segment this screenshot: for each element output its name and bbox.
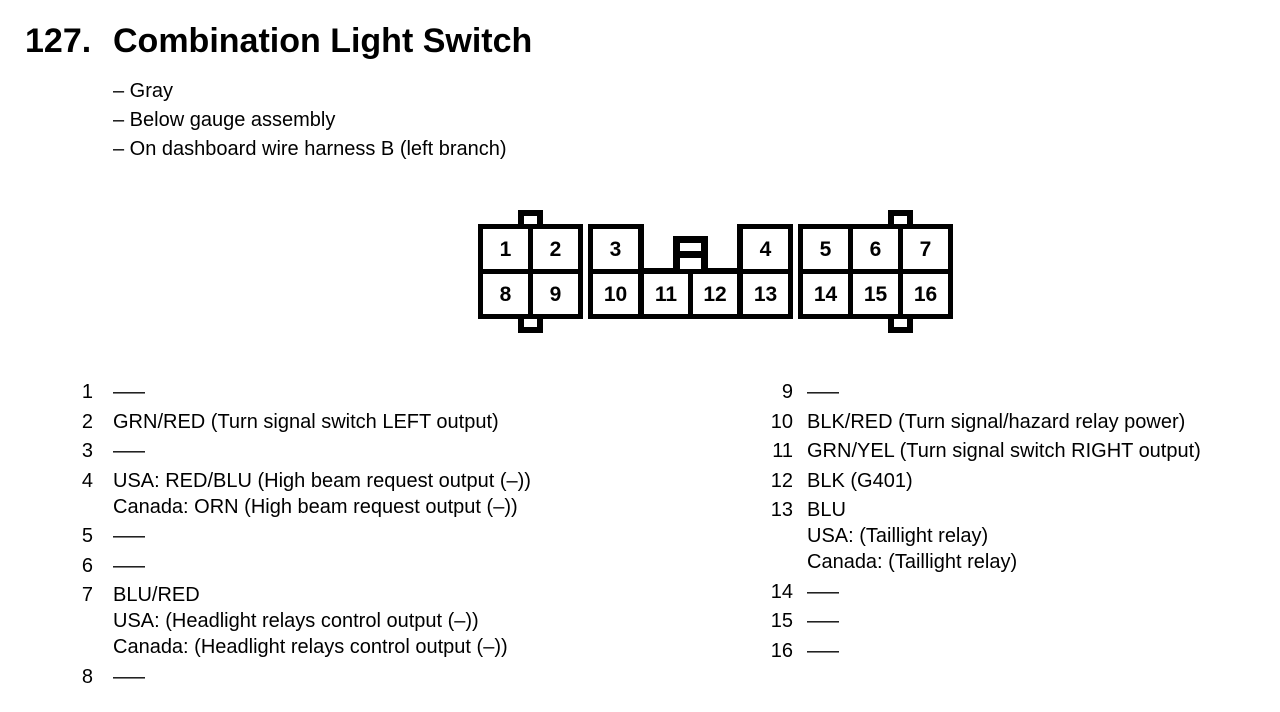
pin-row-6: 6 — [69,553,531,579]
section-number: 127. [25,22,92,60]
connector-pin-label: 1 [500,238,512,261]
pin-number: 11 [772,440,793,462]
pin-row-1: 1 — [69,379,531,405]
pin-row-5: 5 — [69,523,531,549]
pin-number: 7 [81,584,93,606]
no-connection-dash: — [807,610,839,632]
pin-description: — [807,608,839,634]
note-line: – Below gauge assembly [113,109,336,131]
connector-pin-label: 9 [550,283,562,306]
pin-number: 13 [770,499,793,521]
connector-pin-label: 7 [920,238,932,261]
pin-description: BLK/RED (Turn signal/hazard relay power) [807,410,1186,433]
pin-number: 1 [81,381,93,403]
note-line: – Gray [113,80,174,102]
connector-svg: 1 2 3 4 5 6 7 8 9 10 11 12 13 14 15 16 [478,210,953,333]
pin-description: — [807,379,839,405]
connector-block-right [798,224,953,319]
pin-description: GRN/RED (Turn signal switch LEFT output) [113,410,499,433]
pin-list-right: 9 — 10 BLK/RED (Turn signal/hazard relay… [769,379,1201,667]
pin-description: — [113,553,145,579]
connector-block-left [478,224,583,319]
pin-number: 8 [81,665,93,688]
note-line: – On dashboard wire harness B (left bran… [113,138,507,160]
pin-row-11: 11 GRN/YEL (Turn signal switch RIGHT out… [769,438,1201,464]
pin-row-9: 9 — [769,379,1201,405]
connector-pin-label: 10 [604,283,627,306]
pin-description: GRN/YEL (Turn signal switch RIGHT output… [807,440,1201,462]
pin-row-15: 15 — [769,608,1201,634]
pin-row-13: 13 BLU USA: (Taillight relay) Canada: (T… [769,497,1201,575]
pin-list-left: 1 — 2 GRN/RED (Turn signal switch LEFT o… [69,379,531,693]
connector-block-col-4-13 [737,224,793,319]
pin-description: BLK (G401) [807,469,913,492]
no-connection-dash: — [807,580,839,603]
keyway-icon [673,236,708,274]
pin-description: — [807,638,839,664]
pin-row-4: 4 USA: RED/BLU (High beam request output… [69,468,531,520]
pin-row-2: 2 GRN/RED (Turn signal switch LEFT outpu… [69,409,531,435]
pin-number: 9 [781,381,793,403]
pin-row-7: 7 BLU/RED USA: (Headlight relays control… [69,582,531,660]
connector-pin-label: 6 [870,238,882,261]
pin-row-14: 14 — [769,579,1201,605]
pin-row-12: 12 BLK (G401) [769,468,1201,494]
pin-description: — [807,579,839,605]
pin-number: 3 [81,440,93,462]
pin-number: 6 [81,554,93,577]
connector-pin-label: 2 [550,238,562,261]
pin-number: 14 [770,580,793,603]
pin-number: 12 [770,469,793,492]
connector-pin-label: 8 [500,283,512,306]
section-title: 127. Combination Light Switch [25,22,532,60]
pin-description: USA: RED/BLU (High beam request output (… [113,469,531,518]
page-title: Combination Light Switch [113,22,533,60]
pin-description: BLU USA: (Taillight relay) Canada: (Tail… [807,499,1018,573]
connector-pin-label: 15 [864,283,888,306]
no-connection-dash: — [113,554,145,577]
pin-number: 5 [81,525,93,547]
pin-number: 15 [770,610,793,632]
pin-description: BLU/RED USA: (Headlight relays control o… [113,584,508,658]
pin-row-10: 10 BLK/RED (Turn signal/hazard relay pow… [769,409,1201,435]
pin-number: 4 [81,469,93,492]
no-connection-dash: — [113,440,145,462]
connector-pin-label: 3 [610,238,622,261]
pin-row-3: 3 — [69,438,531,464]
connector-pin-label: 4 [760,238,772,261]
connector-pin-label: 5 [820,238,832,261]
no-connection-dash: — [113,525,145,547]
pin-description: — [113,438,145,464]
connector-pin-label: 12 [703,283,726,306]
pin-row-16: 16 — [769,638,1201,664]
no-connection-dash: — [113,381,145,403]
location-notes: – Gray – Below gauge assembly – On dashb… [113,77,507,164]
no-connection-dash: — [807,639,839,662]
pin-number: 2 [81,410,93,433]
no-connection-dash: — [113,665,145,688]
connector-pin-label: 16 [914,283,937,306]
pin-number: 10 [770,410,793,433]
connector-pin-label: 14 [814,283,838,306]
connector-pin-label: 13 [754,283,777,306]
connector-pin-label: 11 [655,283,678,306]
pin-row-8: 8 — [69,664,531,690]
no-connection-dash: — [807,381,839,403]
connector-diagram: 1 2 3 4 5 6 7 8 9 10 11 12 13 14 15 16 [478,208,953,335]
pin-number: 16 [770,639,793,662]
pin-description: — [113,379,145,405]
connector-block-middle [639,268,742,319]
pin-description: — [113,523,145,549]
connector-block-col-3-10 [588,224,644,319]
pin-description: — [113,664,145,690]
